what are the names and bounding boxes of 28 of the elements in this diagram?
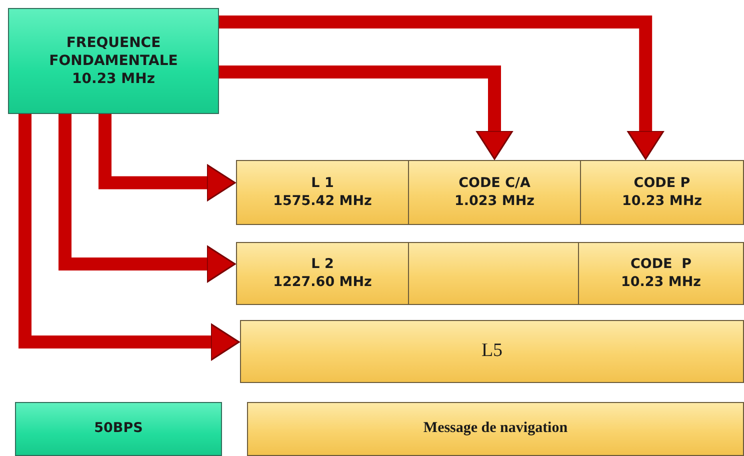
- node-label: L 1: [311, 174, 334, 192]
- node-label: CODE C/A: [458, 174, 530, 192]
- node-label: CODE P: [630, 256, 692, 274]
- node-label: 1.023 MHz: [454, 192, 534, 210]
- node-label: 10.23 MHz: [621, 274, 701, 292]
- arrow: [219, 66, 514, 160]
- arrow: [98, 114, 236, 202]
- node-label: FREQUENCE FONDAMENTALE 10.23 MHz: [48, 34, 179, 88]
- node-label: 1575.42 MHz: [273, 192, 372, 210]
- node-label: 50BPS: [94, 420, 143, 438]
- signal-box: [240, 320, 744, 383]
- node-label: CODE P: [634, 174, 690, 192]
- node-label: Message de navigation: [423, 419, 568, 438]
- arrow: [18, 114, 240, 361]
- signal-box: [236, 160, 409, 225]
- code-box: [580, 160, 744, 225]
- node-label: 1227.60 MHz: [273, 274, 372, 292]
- arrow: [219, 16, 664, 160]
- message-box: [247, 402, 744, 456]
- code-box: [578, 242, 744, 305]
- node-label: L 2: [311, 256, 334, 274]
- signal-box: [236, 242, 409, 305]
- rate-box: [15, 402, 222, 456]
- node-label: L5: [481, 339, 503, 364]
- frequency-box: [8, 8, 219, 114]
- code-box: [408, 160, 581, 225]
- node-label: 10.23 MHz: [622, 192, 702, 210]
- arrow: [58, 114, 236, 283]
